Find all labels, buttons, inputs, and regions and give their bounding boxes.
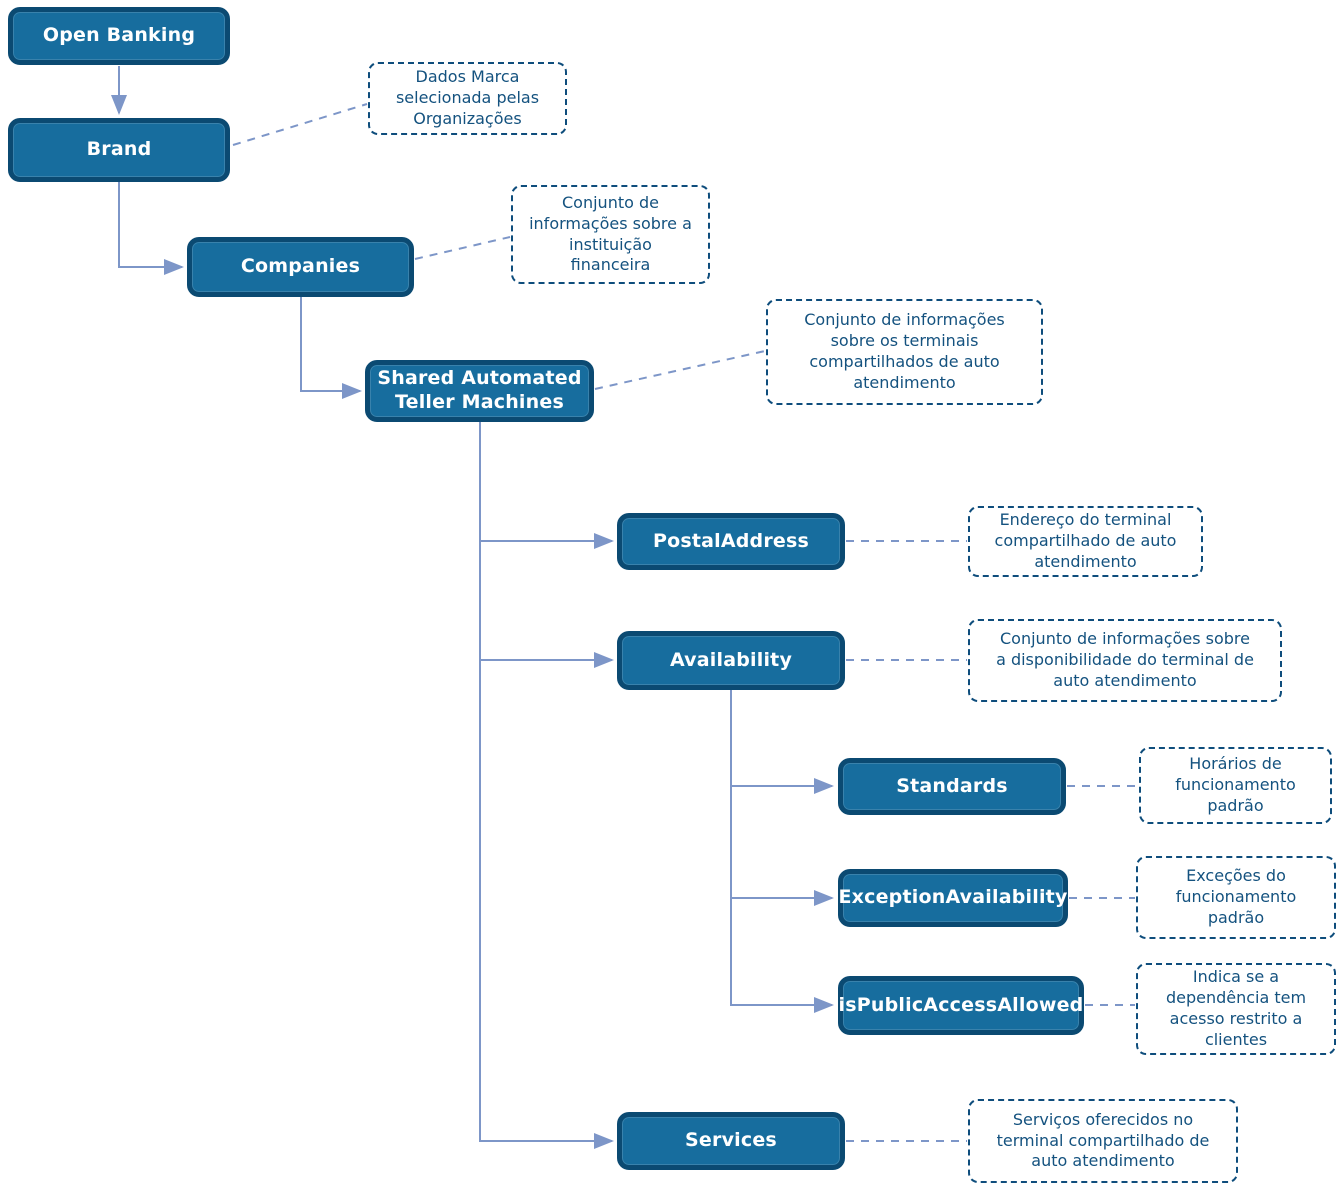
node-postal-address[interactable]: PostalAddress <box>617 513 845 570</box>
arrow-companies-to-shared-atm <box>300 297 362 399</box>
note-text: Serviços oferecidos no terminal comparti… <box>996 1109 1210 1171</box>
note-text: Conjunto de informações sobre a disponib… <box>996 629 1254 690</box>
note-services: Serviços oferecidos no terminal comparti… <box>968 1099 1238 1183</box>
node-is-public-access-allowed[interactable]: isPublicAccessAllowed <box>838 976 1084 1035</box>
link-shared-atm-note <box>594 350 766 390</box>
node-label: Shared Automated Teller Machines <box>377 367 582 413</box>
node-label: Services <box>685 1129 777 1152</box>
node-open-banking[interactable]: Open Banking <box>8 7 230 65</box>
note-postal-address: Endereço do terminal compartilhado de au… <box>968 506 1203 577</box>
node-availability[interactable]: Availability <box>617 631 845 690</box>
node-companies[interactable]: Companies <box>187 237 414 297</box>
node-label: ExceptionAvailability <box>838 886 1068 909</box>
link-companies-note <box>414 236 511 260</box>
node-label: Standards <box>896 774 1008 797</box>
note-text: Conjunto de informações sobre a institui… <box>529 192 692 275</box>
note-text: Endereço do terminal compartilhado de au… <box>994 510 1177 571</box>
node-label: Companies <box>240 255 361 278</box>
note-brand: Dados Marca selecionada pelas Organizaçõ… <box>368 62 567 135</box>
note-companies: Conjunto de informações sobre a institui… <box>511 185 710 284</box>
node-brand[interactable]: Brand <box>8 118 230 182</box>
note-text: Exceções do funcionamento padrão <box>1175 866 1297 927</box>
arrow-brand-to-companies <box>118 182 184 275</box>
node-exception-availability[interactable]: ExceptionAvailability <box>838 869 1068 927</box>
note-shared-automated-teller-machines: Conjunto de informações sobre os termina… <box>766 299 1043 405</box>
note-exception-availability: Exceções do funcionamento padrão <box>1136 856 1336 939</box>
note-text: Dados Marca selecionada pelas Organizaçõ… <box>395 67 540 128</box>
node-label: isPublicAccessAllowed <box>838 993 1084 1016</box>
node-shared-automated-teller-machines[interactable]: Shared Automated Teller Machines <box>365 360 594 422</box>
note-availability: Conjunto de informações sobre a disponib… <box>968 619 1282 702</box>
node-services[interactable]: Services <box>617 1112 845 1170</box>
node-label: PostalAddress <box>652 529 810 552</box>
node-label: Availability <box>669 648 793 671</box>
arrow-availability-to-public-access-trunk <box>730 690 834 1013</box>
link-brand-note <box>232 103 368 146</box>
note-text: Conjunto de informações sobre os termina… <box>804 310 1005 392</box>
node-label: Open Banking <box>42 24 196 47</box>
note-is-public-access-allowed: Indica se a dependência tem acesso restr… <box>1136 963 1336 1055</box>
note-text: Indica se a dependência tem acesso restr… <box>1165 967 1307 1049</box>
node-label: Brand <box>86 138 152 161</box>
note-standards: Horários de funcionamento padrão <box>1139 747 1332 824</box>
node-standards[interactable]: Standards <box>838 758 1066 815</box>
arrow-shared-atm-to-services-trunk <box>479 422 614 1149</box>
note-text: Horários de funcionamento padrão <box>1175 754 1296 815</box>
